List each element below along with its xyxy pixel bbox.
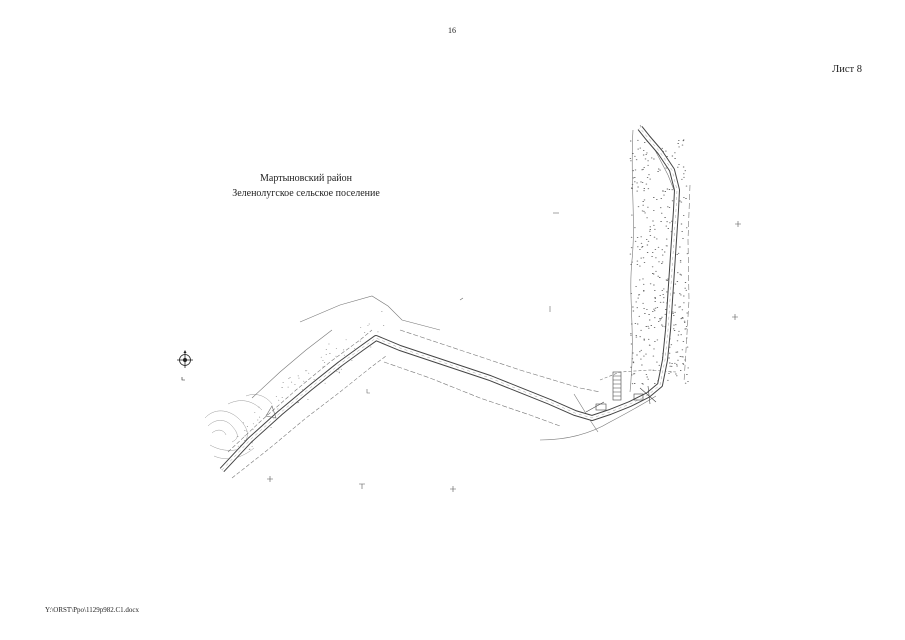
structure-ticks	[613, 375, 621, 397]
boundary-line	[227, 329, 373, 453]
grid-crosses	[267, 221, 741, 492]
structure-frame	[612, 371, 622, 401]
junction-block	[633, 393, 644, 401]
junction-block	[595, 403, 607, 411]
compass-cross	[177, 352, 193, 368]
boundary-line	[383, 361, 561, 427]
contour-line	[204, 410, 248, 447]
grid-cross	[732, 314, 738, 320]
triangle-marker	[265, 405, 277, 419]
boundary-line	[539, 395, 657, 441]
tick-marker	[459, 297, 464, 301]
stippled-area	[629, 139, 689, 385]
grid-cross	[267, 476, 273, 482]
junction-lines	[585, 385, 657, 413]
contour-line	[211, 429, 227, 436]
boundary-line	[683, 184, 691, 383]
boundary-line	[251, 329, 333, 399]
survey-markers	[265, 212, 559, 419]
boundary-line	[299, 295, 441, 331]
grid-cross	[735, 221, 741, 227]
road-corridor	[219, 126, 680, 473]
page-number: 16	[448, 26, 456, 35]
compass-tip	[183, 350, 187, 353]
contour-line	[245, 394, 273, 405]
land-plot-boundaries	[227, 124, 691, 479]
tick-marker	[366, 389, 370, 394]
boundary-line	[629, 129, 634, 393]
sheet-label: Лист 8	[832, 64, 862, 75]
road-axis	[221, 127, 678, 471]
contour-line	[207, 420, 238, 443]
footer-file-path: Y:\ORST\Ppo\1129p982.C1.docx	[45, 606, 139, 614]
grid-cross	[450, 486, 456, 492]
boundary-line	[599, 369, 677, 381]
boundary-line	[399, 329, 601, 393]
map-title-district: Мартыновский район	[260, 173, 352, 184]
contour-line	[227, 400, 263, 411]
compass-icon	[177, 350, 193, 381]
bridge-structure	[585, 371, 657, 413]
map-title-settlement: Зеленолугское сельское поселение	[232, 188, 380, 199]
boundary-line	[231, 355, 387, 479]
grid-cross	[359, 483, 365, 489]
compass-foot-mark	[181, 377, 185, 381]
